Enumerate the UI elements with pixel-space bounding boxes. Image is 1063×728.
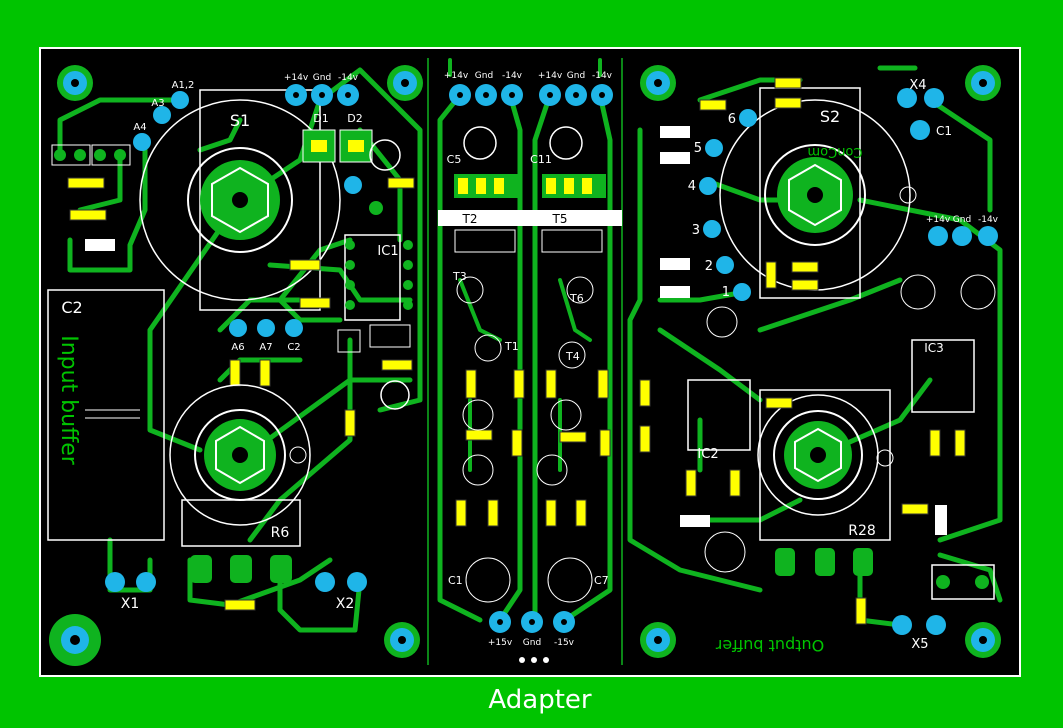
mid-rail-bottom-1: +15v xyxy=(488,638,513,648)
svg-text:C5: C5 xyxy=(447,153,462,166)
svg-text:T4: T4 xyxy=(565,350,580,363)
t5-label: T5 xyxy=(552,212,568,226)
switch-pin-4: 4 xyxy=(688,179,696,194)
right-rail-2: Gnd xyxy=(953,215,971,225)
board-outline xyxy=(39,47,1021,677)
right-c1-label: C1 xyxy=(936,124,952,138)
c2-label: C2 xyxy=(61,298,82,317)
mid-rail-b2: Gnd xyxy=(567,71,585,81)
concom-label: ConCom xyxy=(808,144,863,159)
input-buffer-label: Input buffer xyxy=(56,335,81,466)
a3-label: A3 xyxy=(151,98,164,109)
svg-text:T3: T3 xyxy=(452,270,467,283)
right-rail-3: -14v xyxy=(978,215,999,225)
switch-pin-3: 3 xyxy=(692,223,700,238)
a4-label: A4 xyxy=(133,122,146,133)
mid-rail-bottom-2: Gnd xyxy=(523,638,541,648)
svg-text:C7: C7 xyxy=(594,574,609,587)
r6-label: R6 xyxy=(271,525,290,541)
left-rail-2: Gnd xyxy=(313,73,331,83)
t2-label: T2 xyxy=(462,212,478,226)
left-rail-1: +14v xyxy=(284,73,309,83)
r28-label: R28 xyxy=(848,523,876,539)
x1-label: X1 xyxy=(121,596,140,612)
mid-rail-a3: -14v xyxy=(502,71,523,81)
svg-text:C11: C11 xyxy=(530,153,552,166)
svg-text:IC1: IC1 xyxy=(377,244,398,259)
right-rail-1: +14v xyxy=(926,215,951,225)
middle-section: +14v Gnd -14v +14v Gnd -14v C5 C11 T2 T5… xyxy=(437,58,622,663)
svg-text:C1: C1 xyxy=(448,574,463,587)
x5-label: X5 xyxy=(911,637,928,652)
svg-text:T1: T1 xyxy=(504,340,519,353)
x4-label: X4 xyxy=(909,78,926,93)
mid-rail-a2: Gnd xyxy=(475,71,493,81)
a7-label: A7 xyxy=(259,342,272,353)
c2-pad-label: C2 xyxy=(287,342,300,353)
ic3-label: IC3 xyxy=(924,341,944,355)
a6-label: A6 xyxy=(231,342,244,353)
svg-text:T6: T6 xyxy=(569,292,584,305)
svg-text:D1: D1 xyxy=(313,112,328,125)
output-buffer-label: Output buffer xyxy=(715,636,824,655)
switch-pin-2: 2 xyxy=(705,259,713,274)
mid-rail-b1: +14v xyxy=(538,71,563,81)
left-section: S1 +14v Gnd -14v A1,2 A3 A4 A6 A7 C2 xyxy=(47,65,423,666)
switch-pin-1: 1 xyxy=(722,285,730,300)
ic2-label: IC2 xyxy=(697,447,718,462)
a12-label: A1,2 xyxy=(172,80,195,91)
left-rail-3: -14v xyxy=(338,73,359,83)
board-area xyxy=(40,48,1020,676)
x2-label: X2 xyxy=(336,596,355,612)
mid-rail-b3: -14v xyxy=(592,71,613,81)
mid-rail-bottom-3: -15v xyxy=(554,638,575,648)
right-section: S2 ConCom 6 5 4 3 2 1 X4 C1 xyxy=(627,65,1003,658)
svg-text:D2: D2 xyxy=(347,112,362,125)
switch-pin-5: 5 xyxy=(694,141,702,156)
s2-label: S2 xyxy=(820,107,840,126)
s1-label: S1 xyxy=(230,111,250,130)
mid-rail-a1: +14v xyxy=(444,71,469,81)
footer-label: Adapter xyxy=(488,685,591,715)
footer-strip xyxy=(40,678,1020,722)
switch-pin-6: 6 xyxy=(728,112,736,127)
